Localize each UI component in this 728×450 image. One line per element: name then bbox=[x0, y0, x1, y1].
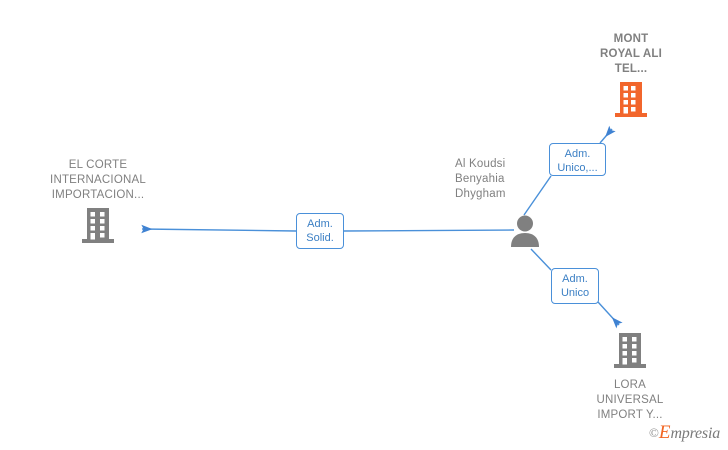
empresia-watermark: ©Empresia bbox=[649, 422, 720, 444]
building-icon[interactable] bbox=[556, 80, 706, 125]
node-el-corte-label: EL CORTE INTERNACIONAL IMPORTACION... bbox=[50, 159, 146, 201]
node-el-corte[interactable]: EL CORTE INTERNACIONAL IMPORTACION... bbox=[23, 158, 173, 251]
building-icon[interactable] bbox=[555, 331, 705, 376]
node-lora-universal-label: LORA UNIVERSAL IMPORT Y... bbox=[596, 379, 664, 421]
edge-label-adm-unico-mont-royal[interactable]: Adm. Unico,... bbox=[549, 143, 606, 176]
edge-label-adm-unico-lora[interactable]: Adm. Unico bbox=[551, 268, 599, 304]
node-mont-royal-label: MONT ROYAL ALI TEL... bbox=[599, 33, 663, 75]
node-mont-royal[interactable]: MONT ROYAL ALI TEL... bbox=[556, 32, 706, 125]
edge-person-to-el-corte bbox=[141, 224, 515, 234]
node-person[interactable]: Al Koudsi Benyahia Dhygham bbox=[455, 157, 550, 202]
person-icon[interactable] bbox=[508, 214, 542, 253]
node-person-label: Al Koudsi Benyahia Dhygham bbox=[455, 158, 506, 200]
edge-label-adm-solid-el-corte[interactable]: Adm. Solid. bbox=[296, 213, 344, 249]
copyright-icon: © bbox=[648, 425, 659, 440]
edge-person-to-mont-royal bbox=[523, 125, 616, 216]
brand-initial: E bbox=[658, 422, 671, 443]
brand-name: mpresia bbox=[670, 425, 720, 442]
edge-person-to-lora-universal bbox=[530, 248, 623, 329]
node-lora-universal[interactable]: LORA UNIVERSAL IMPORT Y... bbox=[555, 331, 705, 423]
building-icon[interactable] bbox=[23, 206, 173, 251]
